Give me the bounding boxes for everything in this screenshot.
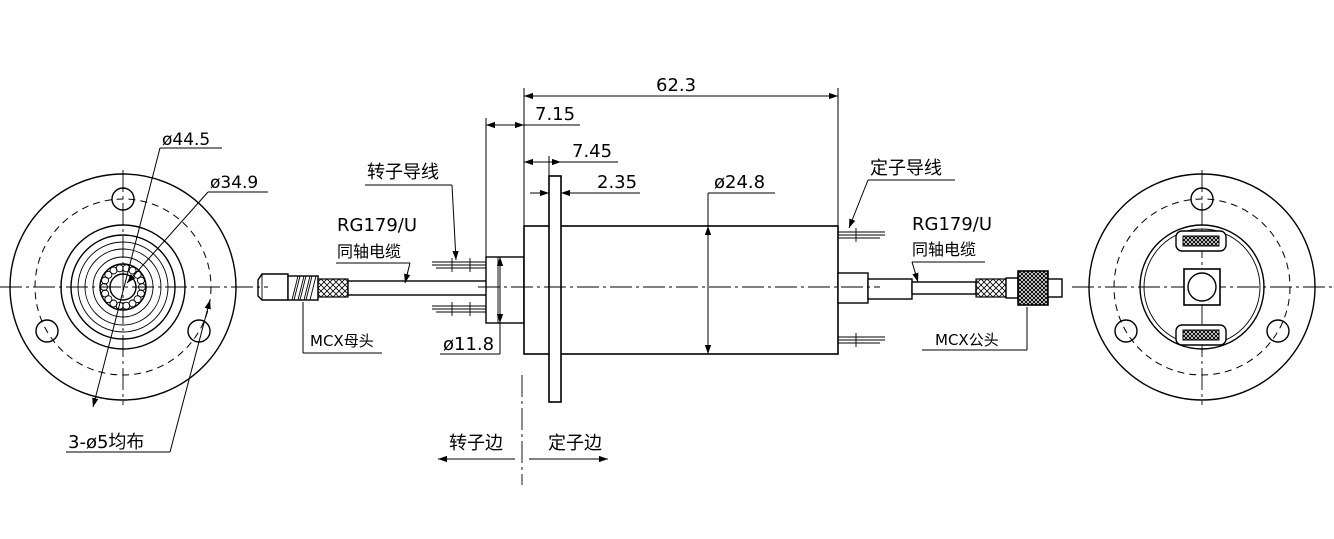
braided-shield (317, 278, 349, 298)
side-indicators: 转子边 定子边 (438, 433, 608, 463)
stator-body (523, 225, 839, 355)
stator-wires-label: 定子导线 (870, 158, 942, 179)
rotor-shaft (485, 256, 525, 324)
flange-diameter-label: ø44.5 (162, 130, 210, 150)
overall-length-label: 62.3 (656, 75, 696, 96)
body-diameter-label: ø24.8 (714, 172, 765, 193)
mount-hole (1114, 187, 1290, 343)
contact-pins (100, 264, 146, 310)
mcx-female-label: MCX母头 (310, 332, 374, 350)
stator-end-view (1072, 170, 1334, 405)
rotor-cable-assembly: MCX母头 RG179/U 同轴电缆 (257, 215, 489, 354)
coax-cable (347, 280, 489, 296)
stator-cable-assembly: RG179/U 同轴电缆 MCX公头 (911, 214, 1063, 351)
cable-right-desc: 同轴电缆 (912, 240, 976, 259)
braided-shield (975, 278, 1007, 298)
rotor-diameter-label: ø11.8 (443, 334, 494, 355)
flange-thickness-label: 2.35 (597, 172, 637, 193)
rotor-side-label: 转子边 (449, 433, 503, 454)
mount-holes-label: 3-ø5均布 (68, 432, 144, 453)
cable-left-desc: 同轴电缆 (337, 242, 401, 261)
rotor-wires: 转子导线 (365, 162, 486, 316)
flange-to-body-label: 7.45 (572, 141, 612, 162)
dimension-lines: 62.3 7.15 7.45 2.35 ø24.8 ø11.8 (440, 75, 839, 355)
coax-cable (911, 281, 977, 295)
stator-wires: 定子导线 (838, 158, 955, 347)
mcx-male-label: MCX公头 (935, 331, 999, 349)
cable-left-label: RG179/U (337, 215, 417, 236)
flange-offset-label: 7.15 (535, 104, 575, 125)
slip-ring-side-view (478, 175, 913, 485)
mcx-male-connector (1005, 277, 1019, 299)
stator-cable-boss (837, 272, 869, 304)
stator-side-label: 定子边 (548, 433, 602, 454)
rotor-wires-label: 转子导线 (367, 162, 439, 183)
rotor-end-view: ø44.5 ø34.9 3-ø5均布 (0, 130, 268, 453)
wire-outlet (1175, 230, 1227, 346)
coax-port (1183, 268, 1221, 306)
bolt-circle-label: ø34.9 (210, 173, 258, 193)
cable-right-label: RG179/U (912, 214, 992, 235)
mounting-flange (548, 175, 562, 403)
